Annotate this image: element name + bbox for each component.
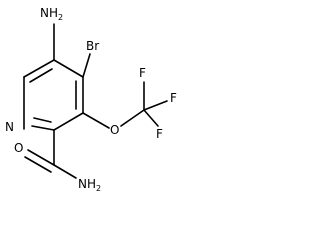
ring-bond-c5-c4 bbox=[53, 59, 84, 78]
amino-subscript: 2 bbox=[58, 13, 63, 22]
ring-bond-c3-c2 bbox=[53, 112, 84, 131]
bromine-label: Br bbox=[86, 39, 99, 53]
ring-bond-c6-c5 bbox=[23, 59, 55, 78]
fluorine-right-label: F bbox=[170, 91, 177, 105]
bond-c-f-right bbox=[143, 100, 168, 111]
structure-diagram: NH2 Br N O F F F O NH2 bbox=[5, 6, 177, 193]
ether-oxygen-label: O bbox=[110, 123, 119, 137]
carbonyl-oxygen-label: O bbox=[14, 141, 23, 155]
amide-subscript: 2 bbox=[96, 184, 101, 193]
ring-bond-c2-n-inner bbox=[33, 117, 52, 123]
bond-c-f-bottom bbox=[143, 109, 159, 127]
fluorine-top-label: F bbox=[139, 66, 146, 80]
bond-o-cf3 bbox=[120, 109, 145, 127]
amino-group-label: NH2 bbox=[40, 6, 63, 22]
bond-camide-o-inner bbox=[24, 156, 52, 173]
bond-camide-o bbox=[27, 149, 55, 166]
bond-camide-nh2 bbox=[53, 164, 77, 179]
bond-c3-o bbox=[82, 112, 110, 129]
ring-nitrogen-label: N bbox=[5, 120, 14, 134]
ring-bond-c6-c5-inner bbox=[29, 68, 53, 83]
bond-c4-br bbox=[82, 53, 91, 78]
amide-n-label: NH bbox=[78, 177, 96, 191]
fluorine-bottom-label: F bbox=[156, 127, 163, 141]
ring-bond-c2-n bbox=[31, 125, 55, 131]
amide-group-label: NH2 bbox=[78, 177, 101, 193]
amino-n-label: NH bbox=[40, 6, 58, 20]
